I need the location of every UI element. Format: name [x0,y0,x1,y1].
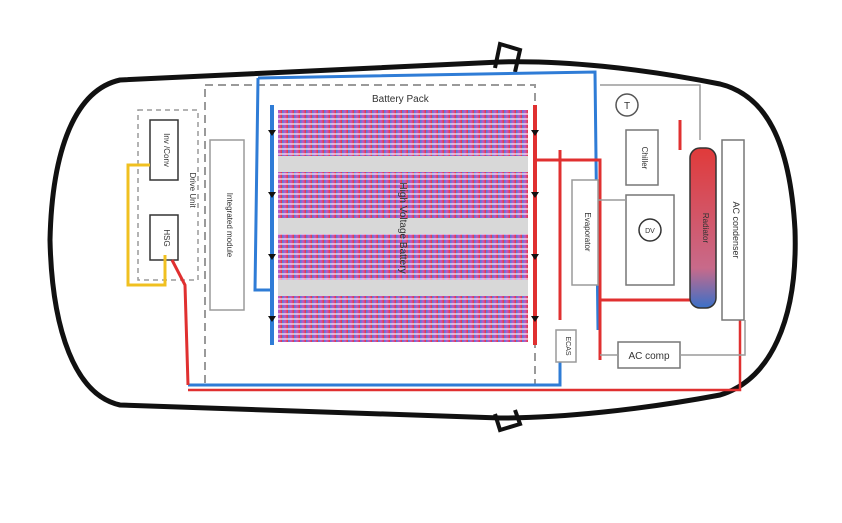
drive-unit-frame [137,109,199,281]
integrated-module-label: Integrated module [225,193,234,258]
battery-cell-4 [278,296,528,342]
mirror-top [493,41,523,73]
temp-sensor-label: T [624,101,630,112]
chiller-box [625,129,659,186]
valve-circle [638,218,662,242]
high-voltage-battery-label: High Voltage Battery [397,182,408,273]
inv-conv-box [149,119,179,181]
hsg-box [149,214,179,261]
valve-label: DV [645,228,655,235]
temp-sensor-circle [615,93,639,117]
ac-comp-box [617,341,681,369]
valve-housing [625,194,675,286]
integrated-module-box [209,139,245,311]
ref-lines [598,84,746,356]
radiator-box [689,147,717,309]
battery-pack-label: Battery Pack [372,94,430,105]
evaporator-label: Evaporator [583,212,592,251]
battery-cell-3 [278,234,528,280]
hsg-label: HSG [162,229,171,246]
hot-line-drive [170,150,690,386]
ecas-box [555,329,577,363]
chiller-label: Chiller [640,147,649,170]
ac-condenser-label: AC condenser [731,201,741,258]
ac-condenser-box [721,139,745,321]
evaporator-box [571,179,599,286]
hot-line-radiator [598,120,682,360]
ecas-label: ECAS [564,336,571,355]
battery-cell-1 [278,110,528,156]
aux-loop-yellow [126,163,167,287]
mirror-bottom [493,409,523,433]
ac-comp-label: AC comp [628,351,670,362]
battery-cells [278,110,528,342]
inv-conv-label: Inv /Conv [162,133,171,167]
car-body-outline [47,59,798,421]
drive-unit-label: Drive Unit [188,172,197,208]
battery-cell-2 [278,172,528,218]
battery-manifold-nodes [268,130,539,322]
radiator-label: Radiator [701,213,710,244]
